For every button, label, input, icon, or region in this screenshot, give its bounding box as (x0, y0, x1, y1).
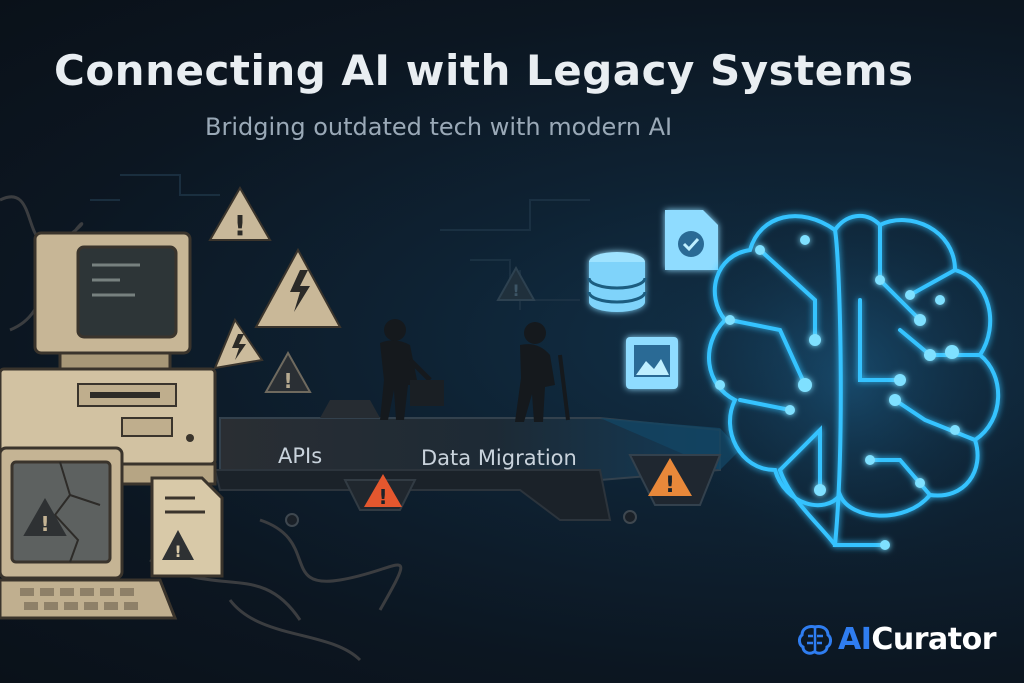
brand-prefix: AI (838, 622, 872, 657)
svg-text:!: ! (40, 512, 49, 536)
brand-suffix: Curator (871, 622, 997, 657)
image-icon (626, 337, 678, 389)
page-subtitle: Bridging outdated tech with modern AI (205, 113, 673, 141)
broken-monitor-icon: ! (0, 446, 124, 580)
brand-logo[interactable]: AICurator (798, 622, 997, 657)
svg-text:!: ! (512, 281, 519, 300)
svg-text:!: ! (174, 542, 181, 561)
svg-text:!: ! (234, 209, 247, 242)
database-icon (587, 252, 647, 312)
pipeline-label-apis: APIs (278, 444, 323, 468)
svg-text:!: ! (665, 473, 675, 498)
warning-icon: ! ! (208, 185, 342, 393)
brand-name: AICurator (838, 622, 997, 657)
warning-icon: ! ! ! (364, 265, 692, 509)
keyboard-icon (0, 578, 178, 620)
legacy-monitor-icon (33, 231, 192, 371)
brain-nodes (715, 235, 960, 550)
svg-text:!: ! (378, 485, 387, 509)
warning-document-icon: ! (150, 476, 224, 578)
document-check-icon (665, 210, 718, 270)
pipeline-label-data-migration: Data Migration (421, 446, 577, 470)
brain-logo-icon (798, 624, 832, 655)
background-circuits (90, 174, 590, 310)
worker-silhouette-icon (380, 319, 570, 422)
page-title: Connecting AI with Legacy Systems (54, 46, 914, 95)
svg-text:!: ! (283, 369, 292, 393)
